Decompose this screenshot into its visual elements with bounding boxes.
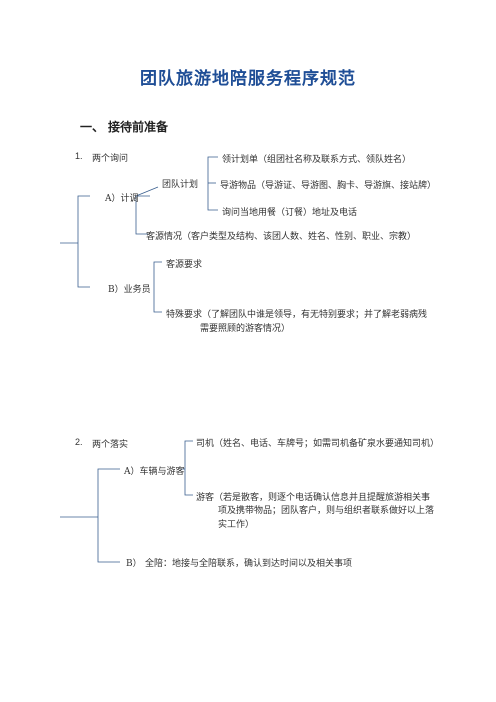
item2-label: 两个落实 — [92, 440, 129, 450]
item1-number: 1. — [75, 151, 83, 161]
plan-item-1: 领计划单（组团社名称及联系方式、领队姓名） — [222, 155, 412, 165]
guest-info-line3: 实工作） — [218, 520, 255, 530]
section-label: 接待前准备 — [108, 120, 169, 134]
full-escort-info: 全陪：地接与全陪联系，确认到达时间以及相关事项 — [145, 559, 353, 569]
item1-b-label: B）业务员 — [108, 285, 151, 295]
team-plan-label: 团队计划 — [162, 180, 199, 190]
item2-b-label: B） — [126, 559, 142, 569]
plan-item-3: 询问当地用餐（订餐）地址及电话 — [222, 208, 358, 218]
driver-info: 司机（姓名、电话、车牌号；如需司机备矿泉水要通知司机） — [196, 439, 440, 449]
special-requirements-line1: 特殊要求（了解团队中谁是领导，有无特别要求；并了解老弱病残 — [166, 310, 428, 320]
special-requirements-line2: 需要照顾的游客情况） — [200, 324, 291, 334]
plan-item-2: 导游物品（导游证、导游图、胸卡、导游旗、接站牌） — [220, 181, 437, 191]
guest-info-line2: 项及携带物品；团队客户，则与组织者联系做好以上落 — [218, 506, 435, 516]
customer-requirements: 客源要求 — [166, 260, 203, 270]
item2-a-label: A）车辆与游客 — [124, 467, 185, 477]
source-info: 客源情况（客户类型及结构、该团人数、姓名、性别、职业、宗教） — [146, 232, 417, 242]
section-heading: 一、接待前准备 — [80, 118, 168, 135]
page-title: 团队旅游地陪服务程序规范 — [140, 69, 356, 89]
section-number: 一、 — [80, 120, 105, 134]
item2-number: 2. — [75, 437, 83, 447]
item1-a-label: A）计调 — [105, 194, 139, 204]
guest-info-line1: 游客（若是散客，则逐个电话确认信息并且提醒旅游相关事 — [196, 493, 431, 503]
item1-label: 两个询问 — [92, 154, 129, 164]
